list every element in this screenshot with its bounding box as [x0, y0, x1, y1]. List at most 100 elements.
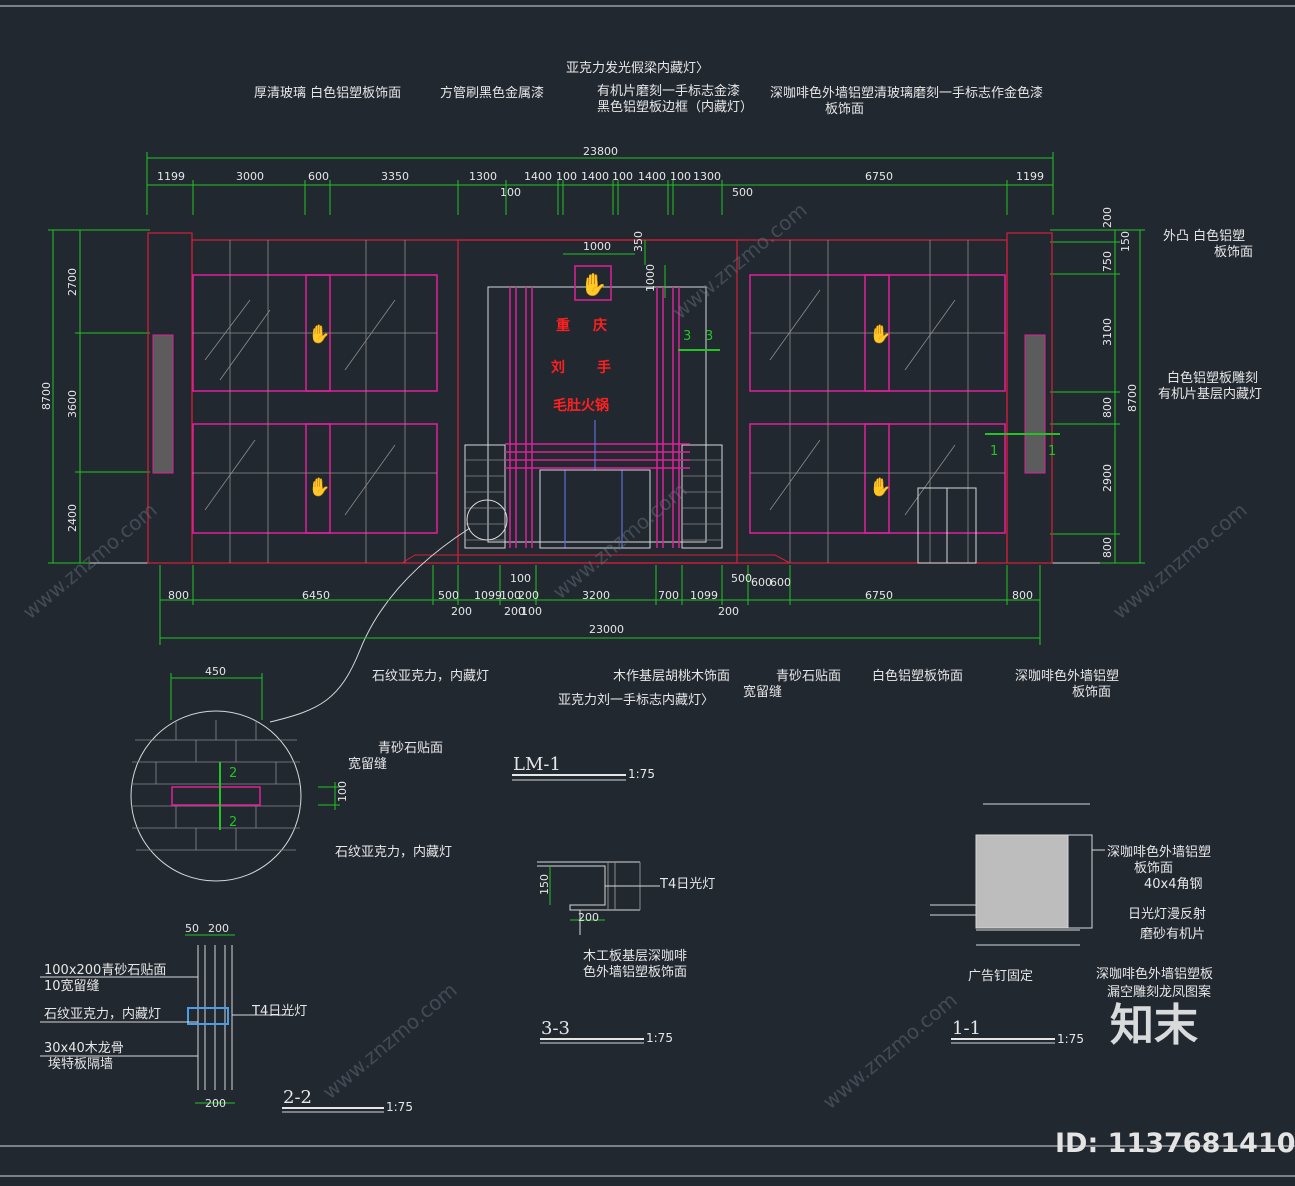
note-detail-stone: 青砂石贴面	[378, 741, 443, 756]
svg-text:1-1: 1-1	[952, 1018, 981, 1039]
note-11-brown-b: 板饰面	[1134, 861, 1173, 876]
dim-right-4: 3100	[1101, 318, 1114, 346]
note-11-dragon-b: 漏空雕刻龙凤图案	[1107, 984, 1211, 1000]
top-notes: 亚克力发光假梁内藏灯〉 厚清玻璃 白色铝塑板饰面 方管刷黑色金属漆 有机片磨刻一…	[254, 60, 1043, 117]
dim-top-2: 3000	[236, 170, 264, 183]
svg-text:LM-1: LM-1	[513, 754, 561, 775]
note-wall: 深咖啡色外墙铝塑清玻璃磨刻一手标志作金色漆	[770, 85, 1043, 101]
section-2-2: 50 200 200 100x200青砂石贴面 10宽留缝 石纹亚克力，内藏灯 …	[40, 922, 413, 1114]
dim-33-200: 200	[578, 911, 599, 924]
dim-right-7: 800	[1101, 537, 1114, 558]
dim-top-5: 1300	[469, 170, 497, 183]
note-33-wood-b: 色外墙铝塑板饰面	[583, 964, 687, 980]
dim-top-1: 1199	[157, 170, 185, 183]
detail-callout	[466, 499, 508, 541]
sign-name: 毛肚火锅	[553, 397, 609, 414]
note-white-panel: 白色铝塑板饰面	[872, 668, 963, 684]
svg-text:www.znzmo.com: www.znzmo.com	[1108, 498, 1252, 624]
note-22-board: 埃特板隔墙	[48, 1057, 113, 1072]
dim-bot-7: 3200	[582, 589, 610, 602]
note-steel: 方管刷黑色金属漆	[440, 85, 544, 101]
svg-text:1:75: 1:75	[386, 1100, 413, 1114]
svg-text:1:75: 1:75	[646, 1031, 673, 1045]
note-brown-panel: 深咖啡色外墙铝塑	[1015, 668, 1119, 684]
left-dimensions: 8700 2700 3600 2400	[40, 229, 150, 564]
dim-22-200b: 200	[205, 1097, 226, 1110]
note-11-light: 日光灯漫反射	[1128, 906, 1206, 922]
note-brown-panel-b: 板饰面	[1072, 685, 1111, 700]
right-carved-panel	[1024, 334, 1046, 474]
sign-char-2: 庆	[593, 317, 607, 334]
dim-left-total: 8700	[40, 382, 53, 410]
note-gap: 宽留缝	[743, 684, 782, 700]
dim-top-6: 1400	[524, 170, 552, 183]
svg-text:www.znzmo.com: www.znzmo.com	[18, 498, 162, 624]
note-33-t4: T4日光灯	[659, 877, 715, 892]
dim-top-sub-1: 100	[500, 186, 521, 199]
dim-bot-1: 800	[168, 589, 189, 602]
dim-bot-8: 700	[658, 589, 679, 602]
sign-char-3: 刘	[551, 359, 565, 376]
sign-char-4: 手	[597, 359, 611, 376]
dim-left-3: 2400	[66, 504, 79, 532]
note-glass: 厚清玻璃 白色铝塑板饰面	[254, 85, 401, 101]
logo-hand-icon: ✋	[580, 272, 607, 298]
svg-text:www.znzmo.com: www.znzmo.com	[548, 478, 692, 604]
svg-text:3: 3	[683, 329, 691, 344]
svg-text:1:75: 1:75	[1057, 1032, 1084, 1046]
note-protrude: 外凸 白色铝塑	[1163, 228, 1245, 244]
dim-top-3: 600	[308, 170, 329, 183]
dim-bot-5: 100	[500, 589, 521, 602]
logo-box	[574, 265, 612, 301]
right-notes: 外凸 白色铝塑 板饰面 白色铝塑板雕刻 有机片基层内藏灯	[1158, 228, 1262, 402]
section-marker-1-1: 1 1	[985, 433, 1060, 459]
dim-top-4: 3350	[381, 170, 409, 183]
note-22-keel: 30x40木龙骨	[44, 1041, 124, 1056]
dim-bot-4: 1099	[474, 589, 502, 602]
section-1-1: 深咖啡色外墙铝塑 板饰面 40x4角钢 日光灯漫反射 磨砂有机片 广告钉固定 深…	[930, 803, 1213, 1046]
dim-logo-width: 1000	[583, 240, 611, 253]
central-portal: ✋ 重 庆 刘 手 毛肚火锅	[400, 239, 791, 564]
svg-text:1:75: 1:75	[628, 767, 655, 781]
hand-icon: ✋	[869, 476, 891, 498]
note-walnut: 木作基层胡桃木饰面	[613, 669, 730, 684]
svg-text:3-3: 3-3	[541, 1018, 570, 1039]
dim-bot-14: 800	[1012, 589, 1033, 602]
dim-bot-9: 1099	[690, 589, 718, 602]
right-dimensions: 8700 200 150 750 3100 800 2900 800	[1050, 207, 1145, 564]
svg-text:www.znzmo.com: www.znzmo.com	[318, 978, 462, 1104]
svg-text:3: 3	[705, 329, 713, 344]
right-glass-bay	[749, 240, 1006, 564]
dim-right-5: 800	[1101, 397, 1114, 418]
dim-bot-sub-5: 200	[718, 605, 739, 618]
note-protrude-b: 板饰面	[1214, 245, 1253, 260]
right-stone-panel	[681, 444, 723, 549]
section-3-3: 150 200 T4日光灯 木工板基层深咖啡 色外墙铝塑板饰面 3-3 1:75	[537, 861, 715, 1045]
hand-icon: ✋	[869, 323, 891, 345]
hand-icon: ✋	[308, 323, 330, 345]
note-wall-b: 板饰面	[825, 102, 864, 117]
dim-bot-sub-2: 200	[451, 605, 472, 618]
dim-bot-12: 600	[770, 576, 791, 589]
sign-char-1: 重	[556, 317, 570, 334]
note-22-acrylic: 石纹亚克力，内藏灯	[44, 1006, 161, 1022]
note-11-brown: 深咖啡色外墙铝塑	[1107, 844, 1211, 860]
dim-top-7: 100	[556, 170, 577, 183]
image-id: ID: 1137681410	[1055, 1128, 1295, 1159]
dim-right-3: 750	[1101, 251, 1114, 272]
dim-logo-350: 350	[632, 231, 645, 252]
note-11-nail: 广告钉固定	[968, 969, 1033, 984]
dim-right-6: 2900	[1101, 464, 1114, 492]
left-glass-bay	[192, 240, 438, 563]
dim-top-9: 100	[612, 170, 633, 183]
note-acrylic-beam: 亚克力发光假梁内藏灯〉	[566, 60, 709, 76]
dim-right-2: 150	[1119, 231, 1132, 252]
svg-text:www.znzmo.com: www.znzmo.com	[818, 988, 962, 1114]
brand-logo: 知末	[1110, 1000, 1198, 1051]
dim-logo-height: 1000	[644, 264, 657, 292]
note-carve-b: 有机片基层内藏灯	[1158, 386, 1262, 402]
svg-text:2-2: 2-2	[283, 1087, 312, 1108]
note-11-angle: 40x4角钢	[1144, 877, 1203, 892]
dim-left-2: 3600	[66, 390, 79, 418]
